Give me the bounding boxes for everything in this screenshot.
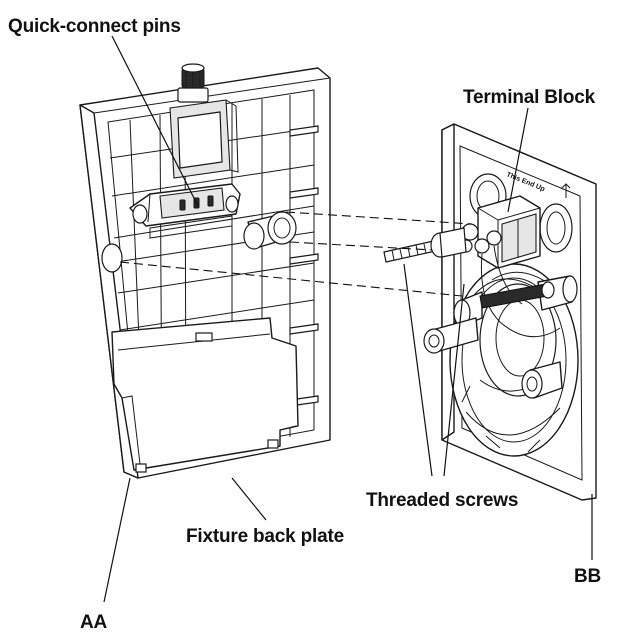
cable-gland [177, 63, 209, 103]
threaded-screw-upper [383, 227, 467, 263]
screw-boss [243, 211, 297, 250]
fixture-back-plate [79, 63, 331, 479]
label-bb: BB [574, 566, 601, 587]
compartment-cover [111, 317, 299, 473]
label-threaded-screws: Threaded screws [366, 490, 518, 511]
label-aa: AA [80, 612, 108, 633]
threaded-screw-lower [479, 281, 555, 309]
quick-connect-housing [129, 183, 241, 239]
alignment-lines [119, 211, 473, 297]
label-quick-connect-pins: Quick-connect pins [8, 16, 181, 37]
label-terminal-block: Terminal Block [463, 87, 596, 108]
leader-lines [103, 35, 593, 603]
mounting-plate: This End Up [383, 123, 597, 501]
label-fixture-back-plate: Fixture back plate [186, 526, 344, 547]
